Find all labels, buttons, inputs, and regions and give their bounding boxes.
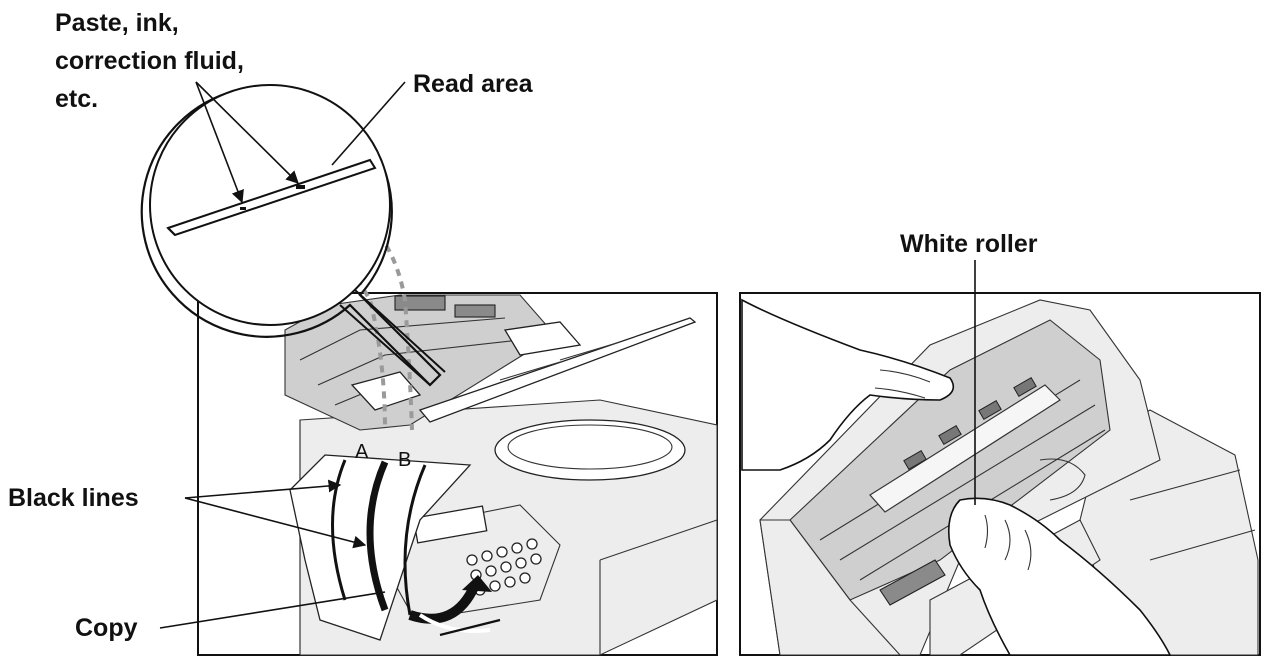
hand-left — [741, 298, 955, 471]
copy-label: Copy — [75, 614, 138, 642]
fax-machine-illustration: A B — [284, 294, 718, 656]
paper-letter-a: A — [355, 441, 369, 463]
labels: Paste, ink, correction fluid, etc. Read … — [8, 9, 1038, 642]
magnify-guide-right — [304, 183, 414, 431]
magnifier — [140, 84, 446, 387]
paste-arrow-1 — [195, 81, 244, 204]
white-roller — [869, 384, 1061, 513]
copy-leader — [159, 591, 386, 629]
paste-label-line3: etc. — [55, 85, 98, 113]
dirt-spot-1 — [240, 207, 246, 210]
hand-right — [947, 458, 1172, 656]
paper-letter-b: B — [398, 449, 411, 471]
black-lines-arrow-2 — [184, 497, 367, 549]
keypad — [466, 538, 542, 596]
read-area-leader — [331, 81, 406, 166]
white-roller-label: White roller — [900, 230, 1038, 258]
paste-arrow-2 — [195, 81, 299, 184]
right-panel — [739, 292, 1261, 656]
paste-label-line2: correction fluid, — [55, 47, 244, 75]
dirt-spot-2 — [296, 185, 305, 189]
callout-lines — [159, 81, 976, 629]
black-lines-label: Black lines — [8, 484, 139, 512]
right-panel-frame — [739, 292, 1261, 656]
left-panel: A B — [197, 183, 718, 656]
black-lines-arrow-1 — [184, 479, 342, 499]
paste-label-line1: Paste, ink, — [55, 9, 179, 37]
read-area-label: Read area — [413, 70, 534, 98]
